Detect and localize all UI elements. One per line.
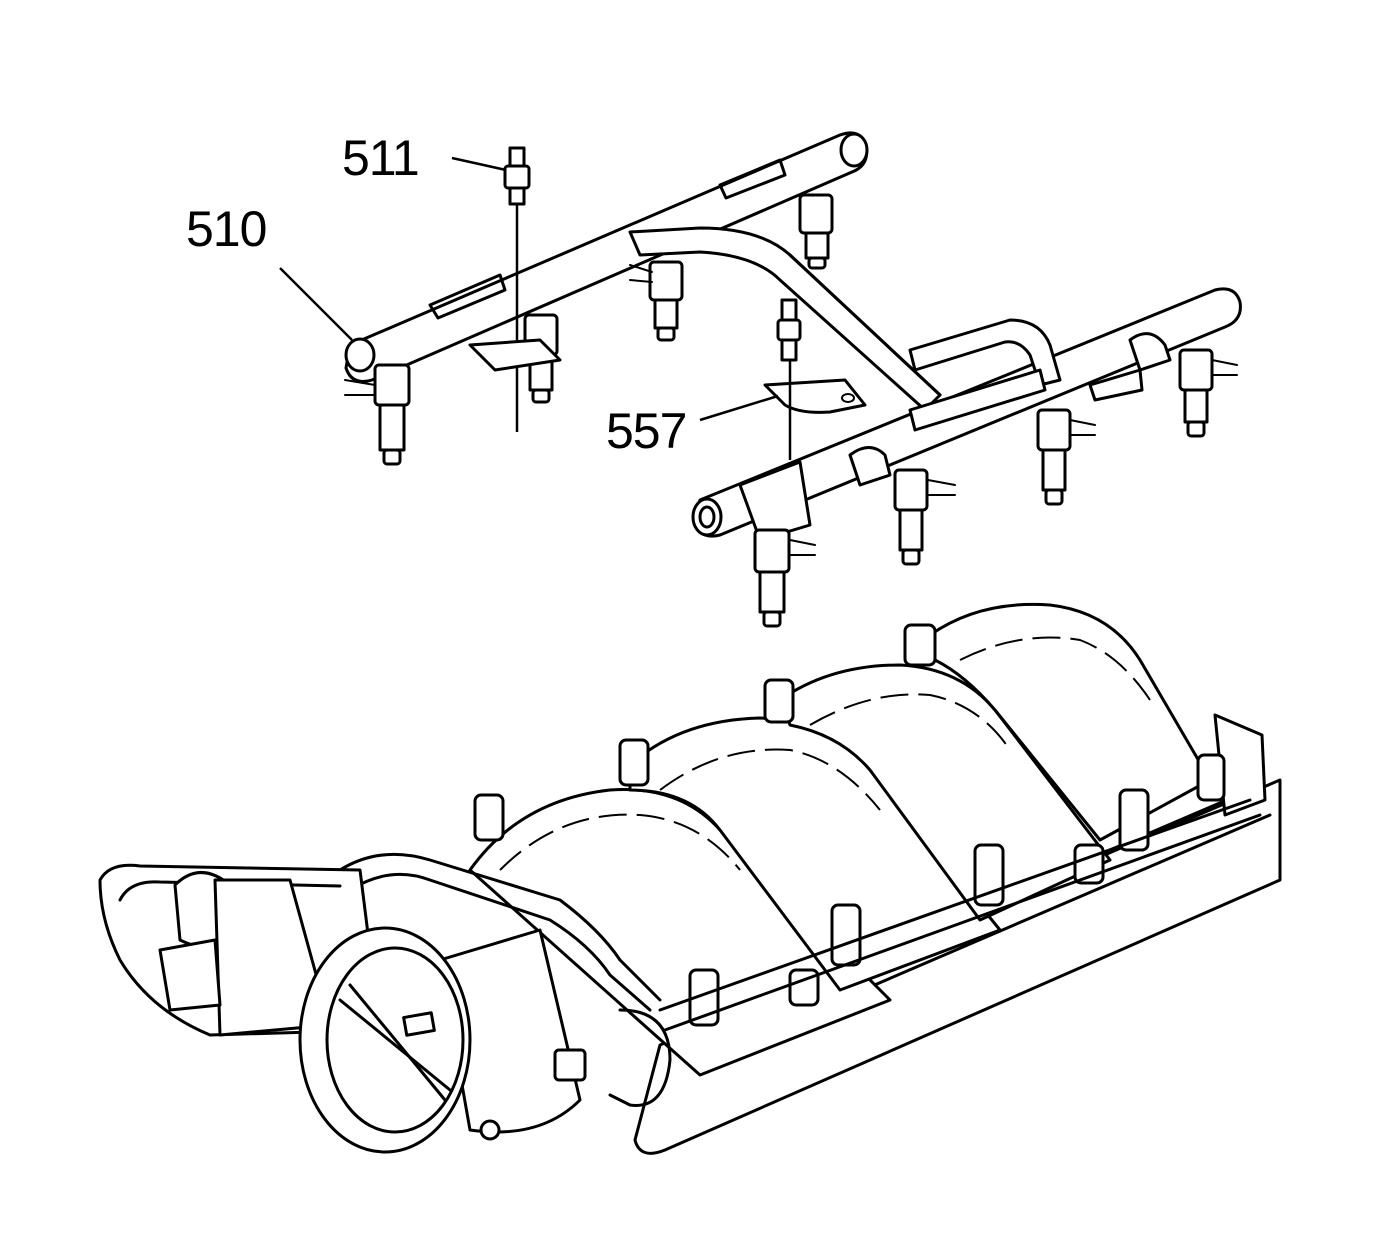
fuel-rail-bolt-511 [468,146,562,432]
leader-557 [699,394,779,422]
throttle-body [98,863,587,1154]
intake-runner [928,602,1212,842]
injector [893,468,956,566]
injector [344,363,411,466]
fuel-rail-bracket-557 [763,298,867,460]
leader-510 [279,267,353,341]
left-rail-far-end [839,132,869,168]
callout-510: 510 [186,201,267,257]
injector [798,193,834,270]
intake-runner [778,663,1112,922]
fuel-rail-assembly [344,131,1242,628]
left-rail-end [344,337,376,373]
leader-511 [451,156,507,172]
manifold-base-flange [633,778,1282,1155]
leader-lines [279,156,779,422]
callout-557: 557 [606,403,687,459]
injector [753,528,816,628]
intake-manifold [98,602,1282,1155]
injector [1036,408,1096,506]
injector [629,260,684,342]
callout-511: 511 [342,130,420,186]
injector [1178,348,1238,438]
